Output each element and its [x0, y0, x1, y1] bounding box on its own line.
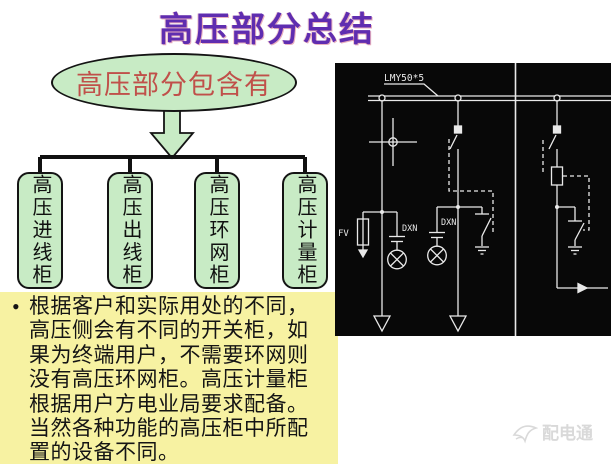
flow-box-hv-incoming: 高压进线柜: [17, 172, 63, 289]
notes-line: 根据客户和实际用处的不同，: [29, 294, 309, 318]
feeder-middle: [448, 100, 494, 333]
feeder-right: [542, 100, 608, 294]
flow-root-ellipse: 高压部分包含有: [51, 53, 297, 112]
notes-panel: • 根据客户和实际用处的不同， 高压侧会有不同的开关柜，如 果为终端用户，不需要…: [0, 292, 338, 464]
flow-root-label: 高压部分包含有: [76, 70, 272, 100]
bird-icon: [512, 424, 538, 443]
busbar: [368, 83, 611, 102]
fuse-label: FV: [338, 229, 349, 239]
flow-box-hv-ringmain: 高压环网柜: [194, 172, 240, 289]
watermark-text: 配电通: [542, 424, 593, 443]
bullet-marker: •: [12, 294, 20, 319]
tree-connector-lines: [38, 155, 307, 173]
vt-label-1: DXN: [402, 224, 417, 234]
flow-box-label: 高压环网柜: [206, 174, 228, 287]
voltage-transformer-lamp-1: [387, 212, 407, 270]
notes-line: 当然各种功能的高压柜中所配: [29, 416, 309, 441]
cad-crosshair-cursor: [369, 118, 417, 166]
notes-line: 高压侧会有不同的开关柜，如: [29, 318, 309, 343]
feeder-left: [363, 100, 397, 333]
notes-line: 根据用户方电业局要求配备。: [29, 391, 309, 416]
fuse-symbol: [356, 212, 370, 259]
notes-line: 没有高压环网柜。高压计量柜: [29, 367, 309, 392]
notes-text: 根据客户和实际用处的不同， 高压侧会有不同的开关柜，如 果为终端用户，不需要环网…: [29, 292, 338, 464]
busbar-label: LMY50*5: [384, 73, 424, 84]
slide-title: 高压部分总结: [159, 11, 375, 49]
notes-line: 果为终端用户，不需要环网则: [29, 342, 309, 367]
flow-box-label: 高压计量柜: [294, 174, 316, 287]
flow-box-label: 高压出线柜: [119, 174, 141, 287]
flow-box-hv-outgoing: 高压出线柜: [107, 172, 153, 289]
flow-box-label: 高压进线柜: [29, 174, 51, 287]
watermark-logo: 配电通: [512, 419, 593, 444]
voltage-transformer-lamp-2: [427, 206, 482, 266]
notes-line: 置的设备不同。: [29, 440, 180, 464]
vt-label-2: DXN: [441, 218, 456, 228]
down-arrow-icon: [149, 107, 195, 160]
cad-diagram-panel: LMY50*5: [335, 63, 611, 336]
flow-box-hv-metering: 高压计量柜: [282, 172, 328, 289]
